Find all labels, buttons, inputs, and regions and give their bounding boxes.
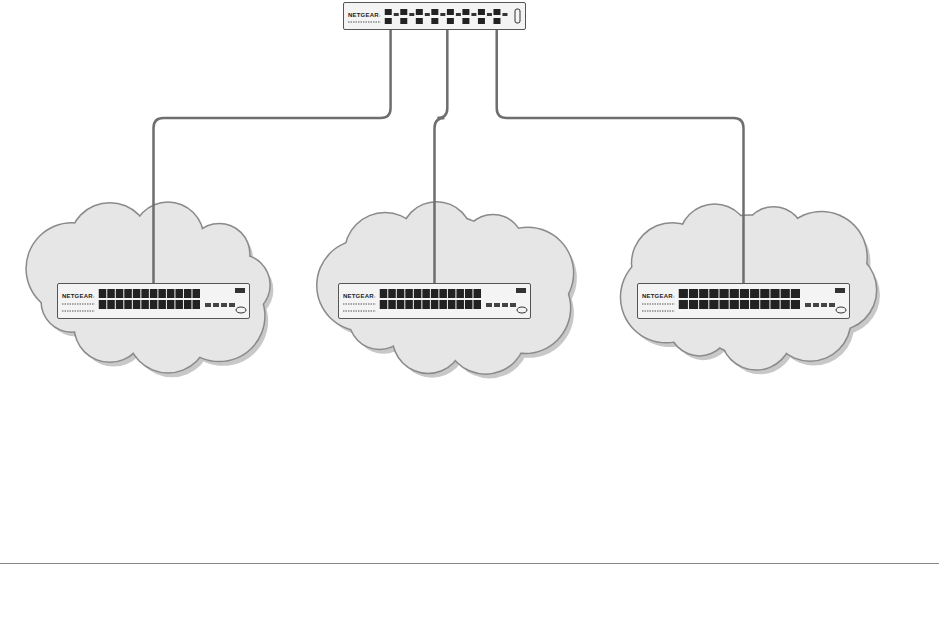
network-cloud	[620, 203, 880, 374]
network-switch: NETGEAR	[343, 2, 526, 30]
network-cable	[154, 30, 391, 283]
brand-label: NETGEAR	[642, 293, 673, 299]
port-panel	[638, 284, 851, 320]
network-cloud	[25, 201, 273, 377]
network-switch: NETGEAR	[338, 283, 531, 319]
page-rule	[0, 563, 939, 564]
port-panel	[339, 284, 532, 320]
network-cable	[435, 30, 448, 283]
brand-label: NETGEAR	[343, 293, 374, 299]
port-panel	[58, 284, 251, 320]
brand-label: NETGEAR	[348, 12, 379, 18]
network-cable	[497, 30, 744, 283]
brand-label: NETGEAR	[62, 293, 93, 299]
network-switch: NETGEAR	[637, 283, 850, 319]
network-cloud	[316, 201, 577, 379]
network-switch: NETGEAR	[57, 283, 250, 319]
